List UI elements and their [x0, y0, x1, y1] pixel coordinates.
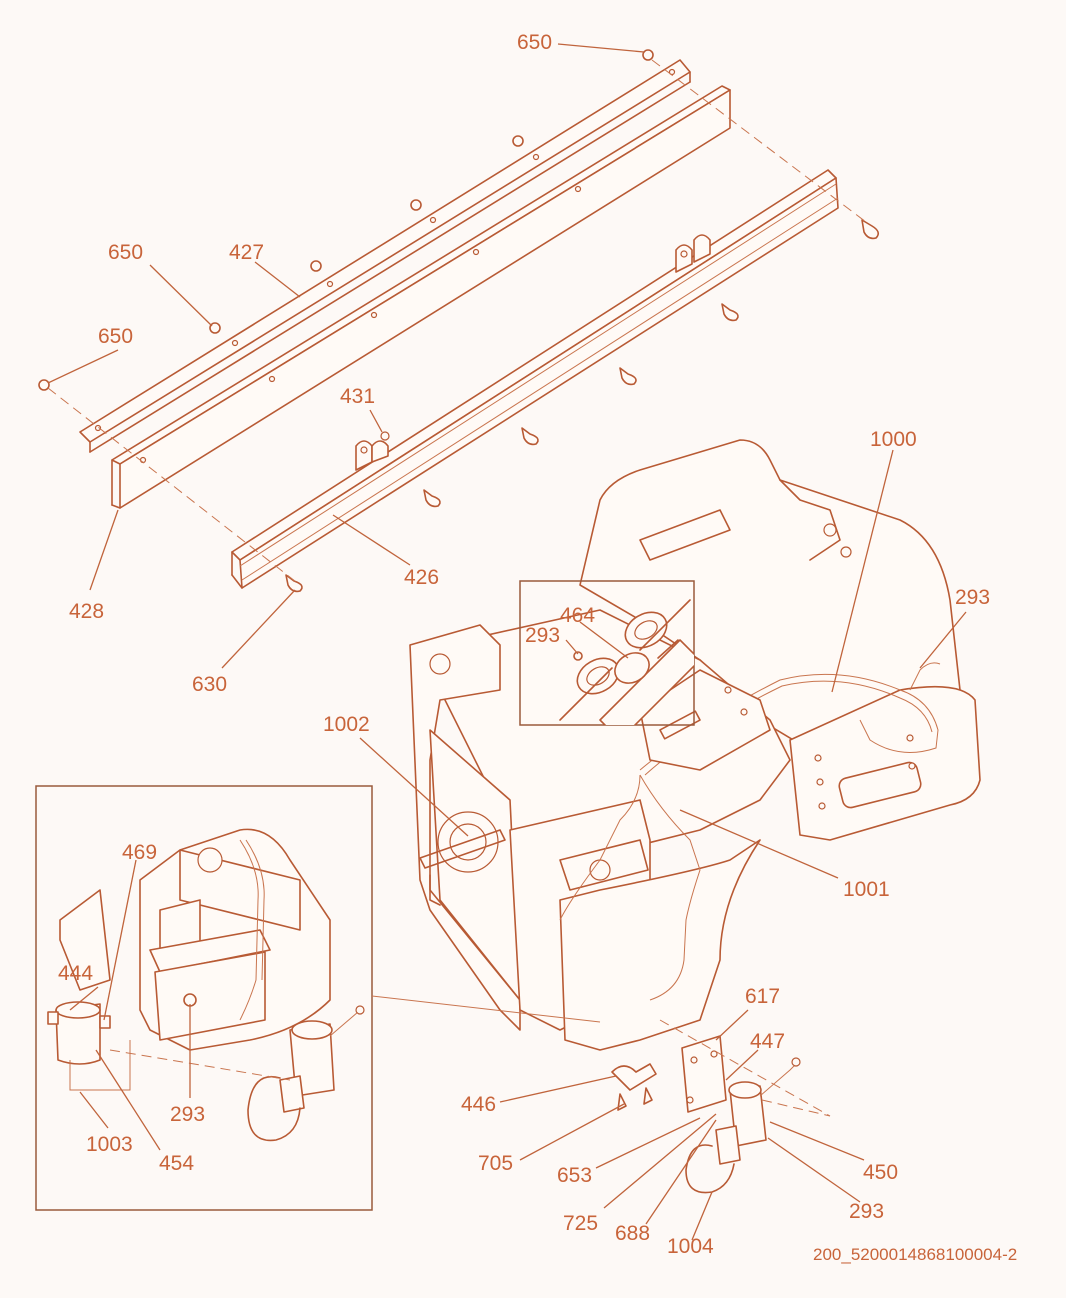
callout-650: 650	[98, 325, 133, 348]
callout-688: 688	[615, 1222, 650, 1245]
callout-705: 705	[478, 1152, 513, 1175]
callout-464: 464	[560, 604, 595, 627]
callout-725: 725	[563, 1212, 598, 1235]
callout-1004: 1004	[667, 1235, 714, 1258]
callout-444: 444	[58, 962, 93, 985]
callout-1000: 1000	[870, 428, 917, 451]
callout-293: 293	[525, 624, 560, 647]
inset-left-detail	[35, 785, 373, 1211]
callout-1003: 1003	[86, 1133, 133, 1156]
part-427-bar	[79, 59, 691, 453]
callout-293: 293	[849, 1200, 884, 1223]
main-frame	[409, 439, 981, 1194]
callout-427: 427	[229, 241, 264, 264]
callout-446: 446	[461, 1093, 496, 1116]
callout-293: 293	[170, 1103, 205, 1126]
part-426-channel	[231, 169, 839, 589]
callout-630: 630	[192, 673, 227, 696]
callout-1001: 1001	[843, 878, 890, 901]
callout-454: 454	[159, 1152, 194, 1175]
inset-hose-clamps	[519, 580, 695, 726]
callout-450: 450	[863, 1161, 898, 1184]
callout-617: 617	[745, 985, 780, 1008]
callout-650: 650	[517, 31, 552, 54]
callout-469: 469	[122, 841, 157, 864]
callout-447: 447	[750, 1030, 785, 1053]
callout-650: 650	[108, 241, 143, 264]
callout-428: 428	[69, 600, 104, 623]
callout-1002: 1002	[323, 713, 370, 736]
callout-426: 426	[404, 566, 439, 589]
part-428-plate	[111, 85, 731, 509]
callout-431: 431	[340, 385, 375, 408]
callout-653: 653	[557, 1164, 592, 1187]
document-code: 200_5200014868100004-2	[813, 1245, 1017, 1264]
leader-lines	[47, 43, 967, 1241]
callout-labels: 650 650 427 650 431 428 426 630 1000 293…	[58, 31, 1017, 1264]
callout-293: 293	[955, 586, 990, 609]
fasteners-rails	[38, 49, 880, 593]
